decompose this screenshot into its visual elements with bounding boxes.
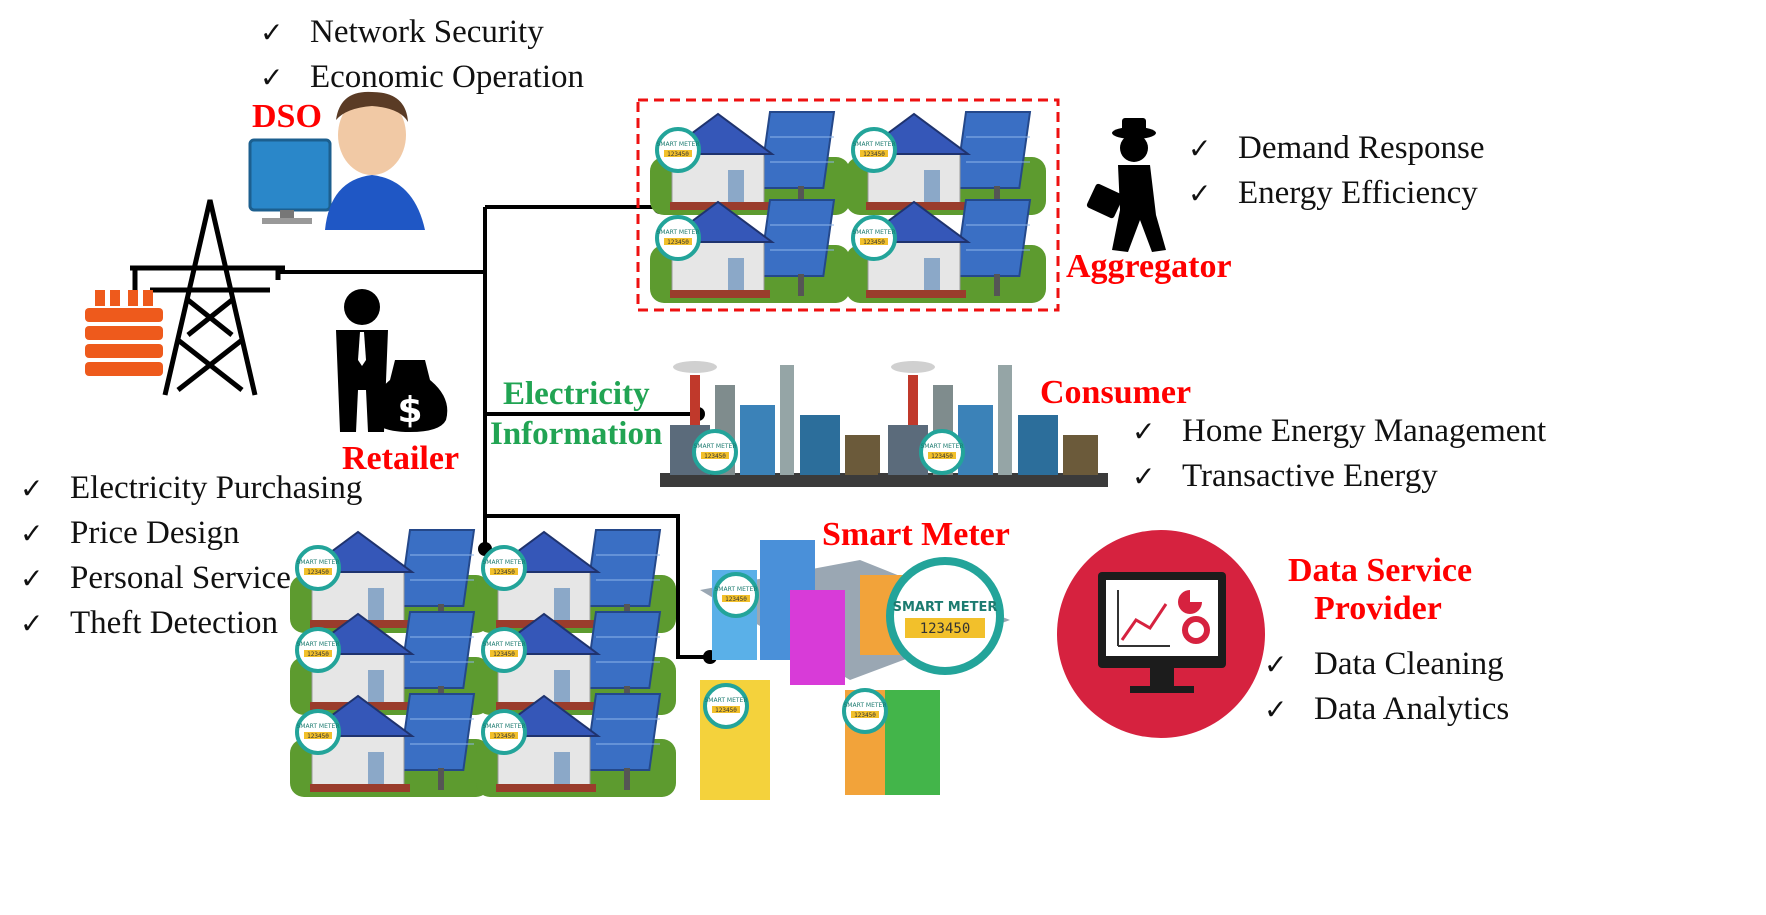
svg-text:$: $ [397, 390, 422, 431]
retailer-function-list: ✓Electricity Purchasing ✓Price Design ✓P… [20, 466, 362, 646]
check-icon: ✓ [1132, 415, 1156, 448]
svg-text:123450: 123450 [920, 621, 971, 637]
consumer-label: Consumer [1040, 374, 1192, 411]
list-item: ✓Theft Detection [20, 601, 362, 646]
list-item: ✓Data Analytics [1264, 687, 1509, 732]
dso-label: DSO [252, 98, 322, 135]
check-icon: ✓ [20, 517, 44, 550]
aggregator-person-icon [1086, 118, 1166, 252]
list-item: ✓Demand Response [1188, 126, 1485, 171]
aggregator-label: Aggregator [1066, 248, 1232, 285]
check-icon: ✓ [1132, 460, 1156, 493]
check-icon: ✓ [1264, 693, 1288, 726]
check-icon: ✓ [20, 607, 44, 640]
dso-operator-icon [248, 91, 425, 230]
consumer-function-list: ✓Home Energy Management ✓Transactive Ene… [1132, 409, 1546, 499]
list-item: ✓Data Cleaning [1264, 642, 1509, 687]
list-item: ✓Electricity Purchasing [20, 466, 362, 511]
network-lines [278, 205, 710, 659]
check-icon: ✓ [20, 472, 44, 505]
money-bag-icon: $ [372, 360, 448, 432]
transmission-tower-icon [130, 199, 285, 396]
information-flow-label: Information [490, 416, 663, 452]
list-item: ✓Transactive Energy [1132, 454, 1546, 499]
list-item: ✓Personal Service [20, 556, 362, 601]
list-item: ✓Home Energy Management [1132, 409, 1546, 454]
check-icon: ✓ [1264, 648, 1288, 681]
aggregator-function-list: ✓Demand Response ✓Energy Efficiency [1188, 126, 1485, 216]
check-icon: ✓ [1188, 132, 1212, 165]
house-solar-icon [648, 110, 1048, 305]
data-service-provider-label-line1: Data Service [1288, 552, 1473, 589]
check-icon: ✓ [260, 61, 284, 94]
list-item: ✓Energy Efficiency [1188, 171, 1485, 216]
list-item: ✓Economic Operation [260, 55, 584, 100]
retailer-label: Retailer [342, 440, 460, 477]
svg-text:SMART METER: SMART METER [893, 600, 998, 615]
smart-meter-icon: SMART METER 123450 [886, 557, 1004, 675]
dso-function-list: ✓Network Security ✓Economic Operation [260, 10, 584, 100]
list-item: ✓Price Design [20, 511, 362, 556]
aggregator-group-box [636, 98, 1060, 312]
check-icon: ✓ [20, 562, 44, 595]
check-icon: ✓ [1188, 177, 1212, 210]
smart-meter-label: Smart Meter [822, 516, 1010, 553]
electricity-flow-label: Electricity [503, 376, 650, 412]
list-item: ✓Network Security [260, 10, 584, 55]
monitor-analytics-icon [1057, 530, 1265, 738]
data-service-function-list: ✓Data Cleaning ✓Data Analytics [1264, 642, 1509, 732]
transformer-icon [85, 290, 163, 376]
data-service-provider-label-line2: Provider [1314, 590, 1442, 627]
check-icon: ✓ [260, 16, 284, 49]
